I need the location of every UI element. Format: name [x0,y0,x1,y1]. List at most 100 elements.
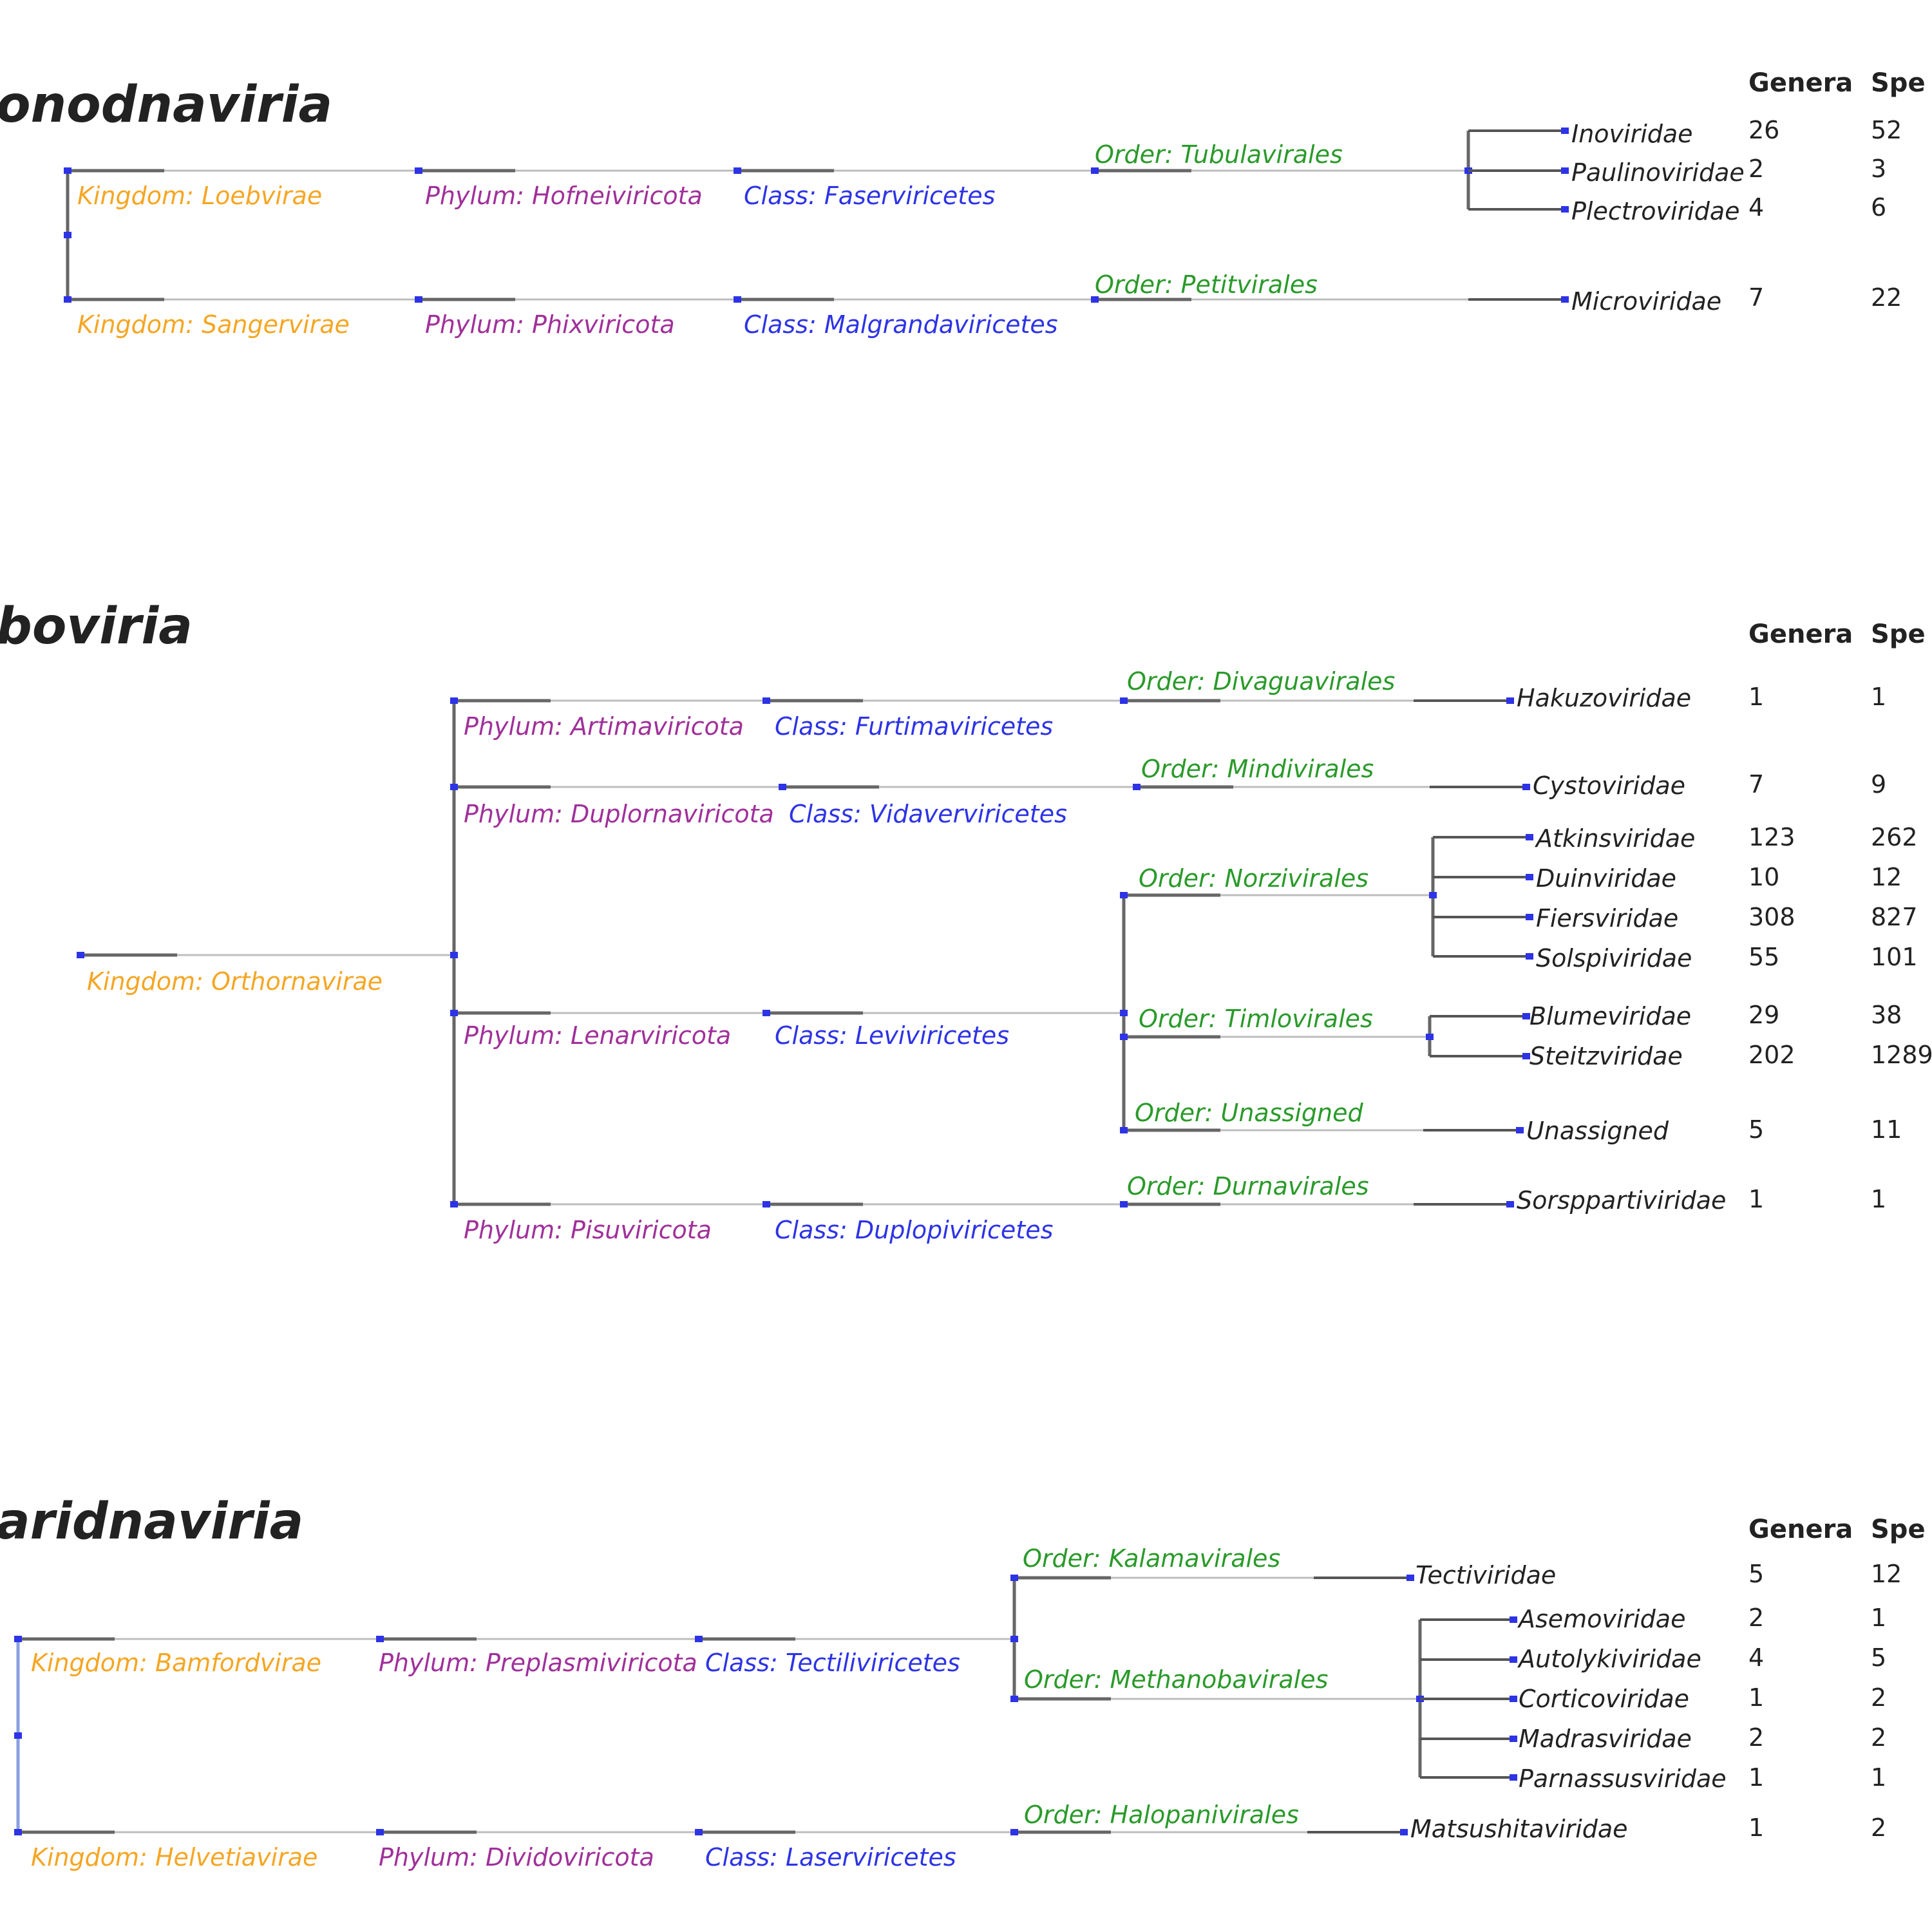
order-label: Order: Mindivirales [1141,755,1374,783]
genera-header: Genera [1748,1515,1853,1544]
genera-count: 2 [1748,155,1765,183]
tree-node [77,952,84,958]
tree-node [1120,697,1128,704]
species-count: 38 [1871,1001,1902,1029]
tree-node [1510,1774,1517,1781]
tree-node [1522,784,1530,790]
species-count: 12 [1871,863,1902,891]
family-label: Sorsppartiviridae [1517,1186,1727,1215]
tree-node [1091,296,1099,303]
tree-node [1406,1575,1414,1581]
genera-count: 29 [1748,1001,1780,1029]
order-label: Order: Methanobavirales [1024,1665,1329,1694]
family-label: Corticoviridae [1519,1685,1690,1713]
tree-node [1120,1201,1128,1208]
tree-node [1426,1034,1434,1040]
order-label: Order: Timlovirales [1139,1005,1373,1033]
genera-count: 1 [1748,1814,1765,1842]
species-header: Spe [1871,68,1926,98]
species-count: 2 [1871,1814,1887,1842]
tree-node [450,1201,458,1208]
species-count: 6 [1871,193,1887,222]
species-count: 1 [1871,683,1887,711]
tree-node [14,1636,22,1642]
tree-node [779,784,786,790]
tree-node [1526,874,1533,880]
family-label: Steitzviridae [1530,1042,1683,1070]
order-label: Order: Kalamavirales [1023,1544,1281,1573]
order-label: Order: Petitvirales [1095,270,1318,299]
tree-node [762,1201,770,1208]
family-label: Fiersviridae [1536,904,1679,933]
class-label: Class: Malgrandaviricetes [744,310,1058,339]
tree-node [450,697,458,704]
tree-node [1010,1696,1018,1702]
kingdom-label: Kingdom: Sangervirae [77,310,350,339]
genera-count: 4 [1748,1643,1765,1672]
genera-count: 308 [1748,903,1795,931]
species-count: 1 [1871,1604,1887,1632]
tree-node [1010,1829,1018,1835]
genera-count: 26 [1748,116,1780,144]
order-label: Order: Norzivirales [1139,864,1369,893]
tree-node [1506,697,1514,704]
family-label: Cystoviridae [1533,772,1685,800]
species-count: 101 [1871,943,1918,971]
family-label: Duinviridae [1536,864,1676,893]
class-label: Class: Faserviricetes [744,182,996,210]
family-label: Paulinoviridae [1571,158,1745,187]
tree-node [1510,1656,1517,1663]
family-label: Unassigned [1526,1117,1669,1145]
tree-node [1133,784,1141,790]
tree-node [415,296,422,303]
tree-node [376,1829,384,1835]
genera-header: Genera [1748,620,1853,649]
tree-node [376,1636,384,1642]
species-header: Spe [1871,1515,1926,1544]
tree-node [1526,953,1533,960]
species-count: 11 [1871,1115,1902,1144]
tree-node [14,1732,22,1739]
family-label: Matsushitaviridae [1410,1815,1628,1843]
order-label: Order: Tubulavirales [1095,140,1343,169]
tree-node [1561,296,1569,303]
tree-node [1522,1053,1530,1059]
tree-node [1091,167,1099,174]
order-label: Order: Divaguavirales [1127,667,1396,696]
species-count: 2 [1871,1723,1887,1752]
species-count: 22 [1871,283,1902,312]
realm-title: boviria [0,598,193,656]
kingdom-label: Kingdom: Loebvirae [77,182,323,210]
species-count: 827 [1871,903,1918,931]
family-label: Inoviridae [1571,120,1693,148]
tree-node [734,296,741,303]
genera-count: 7 [1748,770,1765,799]
family-label: Microviridae [1571,287,1722,316]
genera-count: 1 [1748,1763,1765,1792]
kingdom-label: Kingdom: Orthornavirae [87,967,383,996]
tree-node [1516,1127,1524,1133]
species-count: 1289 [1871,1041,1932,1069]
family-label: Plectroviridae [1571,197,1740,225]
tree-node [762,697,770,704]
genera-count: 5 [1748,1560,1765,1588]
tree-node [1120,1010,1128,1016]
tree-node [450,952,458,958]
order-label: Order: Unassigned [1135,1099,1363,1127]
tree-node [1526,834,1533,840]
genera-count: 5 [1748,1115,1765,1144]
kingdom-label: Kingdom: Helvetiavirae [31,1843,318,1871]
class-label: Class: Duplopiviricetes [775,1216,1054,1244]
phylum-label: Phylum: Duplornaviricota [464,800,774,828]
phylum-label: Phylum: Phixviricota [425,310,675,339]
tree-node [734,167,741,174]
tree-node [1526,914,1533,920]
species-count: 52 [1871,116,1902,144]
tree-node [1010,1575,1018,1581]
tree-node [1010,1636,1018,1642]
tree-node [64,167,71,174]
class-label: Class: Leviviricetes [775,1021,1010,1050]
genera-count: 1 [1748,683,1765,711]
